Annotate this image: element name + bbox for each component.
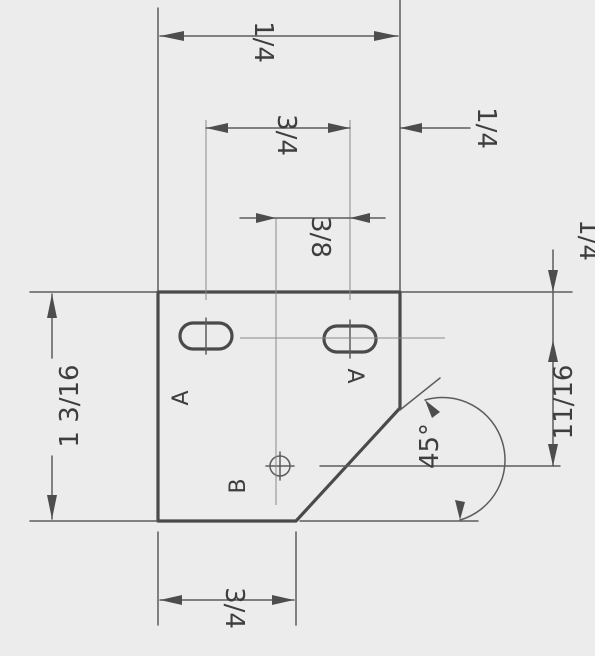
dim-center-offset: 3/8 <box>305 216 335 258</box>
arrow <box>425 400 440 418</box>
dim-angle: 45° <box>415 423 445 469</box>
dim-slot-spacing: 3/4 <box>271 114 301 156</box>
label-hole-a: A <box>169 390 194 405</box>
arrow <box>256 213 276 223</box>
arrow <box>206 123 228 133</box>
arrow <box>455 500 465 520</box>
arrow <box>160 595 182 605</box>
arrow <box>350 213 370 223</box>
arrow <box>374 31 398 41</box>
arrow <box>548 340 558 362</box>
label-hole-a2: A <box>342 368 367 383</box>
arrow <box>47 294 57 318</box>
arrow <box>160 31 184 41</box>
dim-bottom-width: 3/4 <box>219 587 249 629</box>
arrow <box>400 123 422 133</box>
arrow <box>548 444 558 466</box>
dim-top-overall: 1/4 <box>248 21 278 63</box>
part-outline <box>156 290 402 523</box>
arrow <box>272 595 294 605</box>
label-hole-b: B <box>226 478 251 493</box>
dim-left-height: 1 3/16 <box>55 364 85 447</box>
arrow <box>47 495 57 519</box>
dim-arc-angle <box>424 396 506 521</box>
arrow <box>328 123 350 133</box>
dim-right-side-lower: 11/16 <box>549 365 579 440</box>
ext-line-chamfer-top <box>399 377 441 411</box>
dim-right-side-top: 1/4 <box>573 219 595 261</box>
dim-right-edge: 1/4 <box>471 107 501 149</box>
arrow <box>548 270 558 292</box>
